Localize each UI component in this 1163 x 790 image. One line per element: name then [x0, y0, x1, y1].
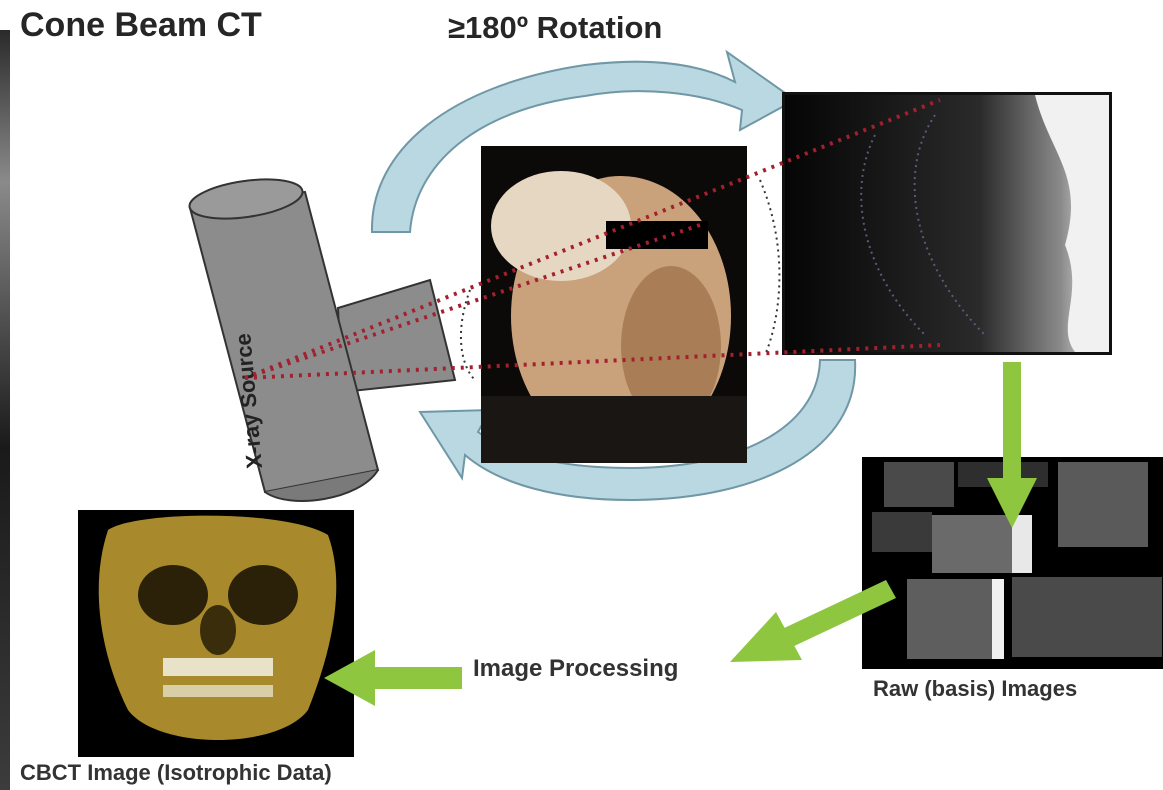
- arrow-processing-to-cbct: [324, 650, 462, 706]
- arrow-projection-to-raw: [987, 362, 1037, 528]
- arrow-raw-to-processing: [730, 580, 896, 662]
